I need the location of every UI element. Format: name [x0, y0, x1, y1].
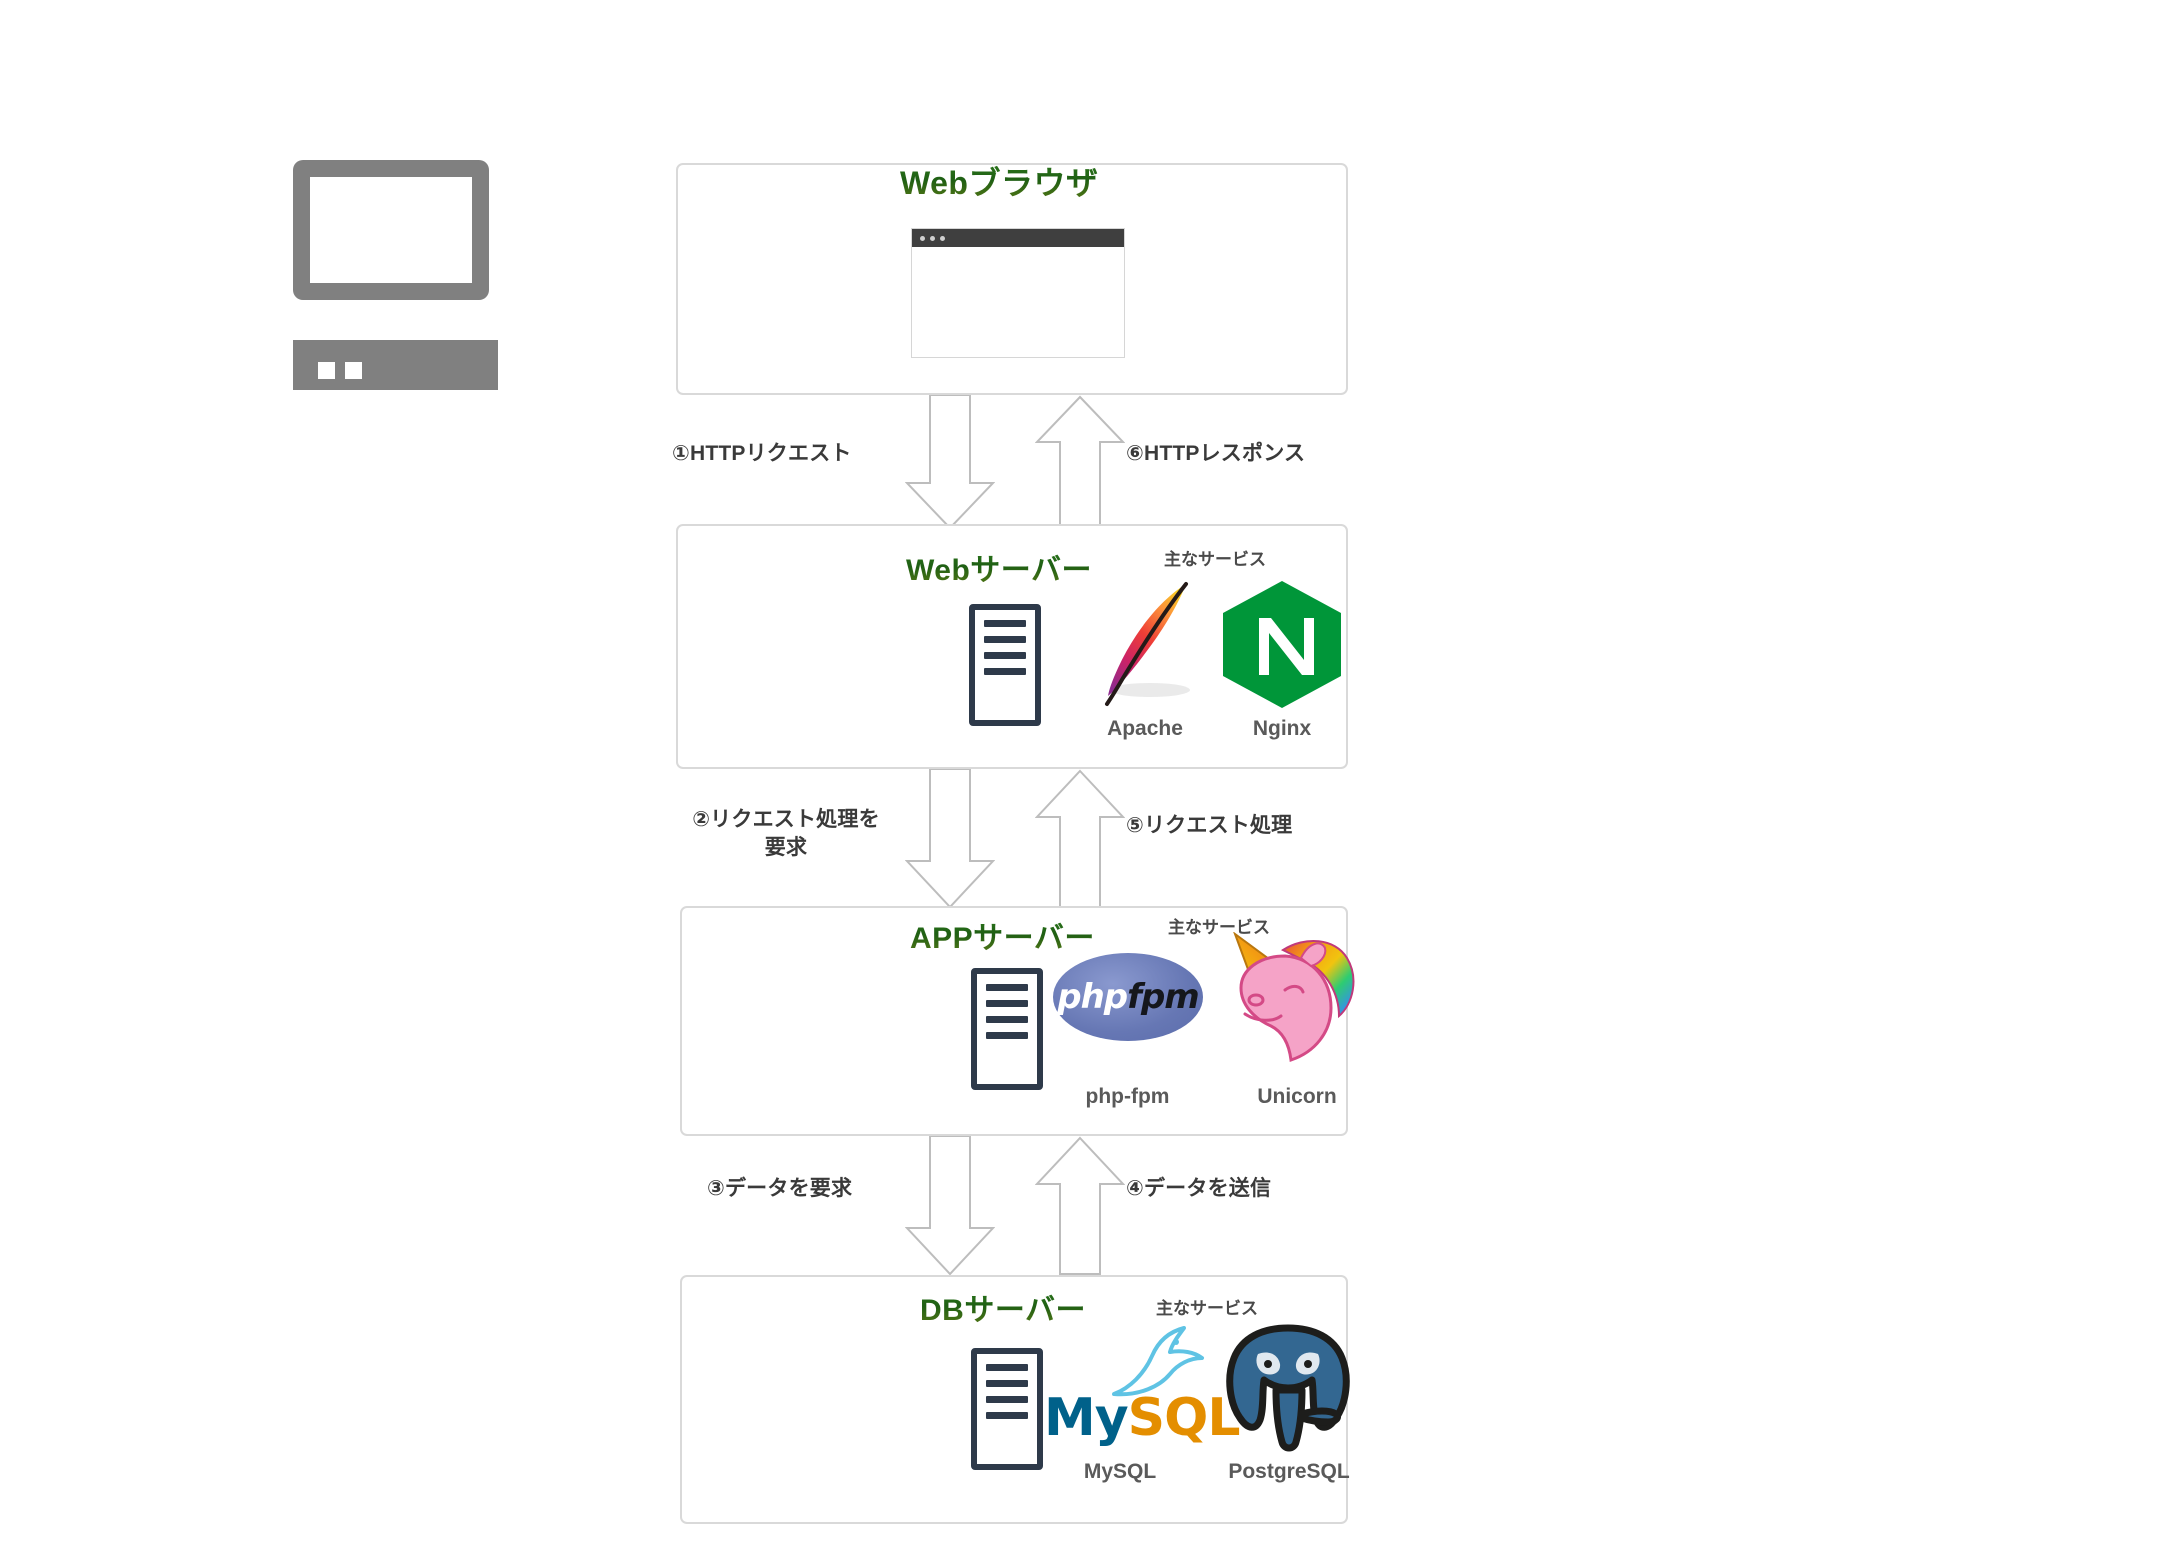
desktop-computer-icon	[293, 160, 498, 390]
flow-label-http-request: ①HTTPリクエスト	[672, 442, 852, 465]
nginx-hexagon-icon	[1218, 578, 1346, 716]
server-rack-icon-app	[971, 968, 1043, 1090]
mysql-logo-text-1: My	[1044, 1388, 1129, 1448]
node-title-web-browser: Webブラウザ	[900, 158, 1098, 204]
computer-led-2	[345, 362, 362, 379]
arrow-data-send-up	[1035, 1136, 1125, 1276]
service-caption-nginx: Nginx	[1252, 717, 1312, 740]
mysql-logo-text: MySQL	[1044, 1388, 1241, 1448]
arrow-request-process-up	[1035, 769, 1125, 909]
php-fpm-icon: phpfpm	[1053, 953, 1203, 1041]
server-rack-icon-db	[971, 1348, 1043, 1470]
flow-label-line-2: 要求	[764, 836, 808, 860]
mysql-dolphin-icon	[1100, 1322, 1210, 1407]
service-caption-postgresql: PostgreSQL	[1228, 1460, 1350, 1483]
flow-label-http-response: ⑥HTTPレスポンス	[1126, 442, 1306, 465]
service-caption-apache: Apache	[1107, 717, 1183, 740]
server-rack-icon-web	[969, 604, 1041, 726]
computer-led-1	[318, 362, 335, 379]
browser-window-mockup	[911, 228, 1125, 358]
arrow-request-process-down	[905, 769, 995, 909]
browser-dot-icon-2	[930, 236, 935, 241]
php-fpm-logo-text-2: fpm	[1127, 977, 1200, 1017]
services-label-db-server: 主なサービス	[1156, 1299, 1258, 1318]
service-caption-unicorn: Unicorn	[1257, 1085, 1337, 1108]
flow-label-request-process-return: ⑤リクエスト処理	[1126, 814, 1293, 837]
monitor-screen	[293, 160, 489, 300]
browser-dot-icon-1	[920, 236, 925, 241]
flow-label-line-1: ②リクエスト処理を	[692, 808, 880, 831]
service-caption-php-fpm: php-fpm	[1085, 1085, 1170, 1108]
node-title-db-server: DBサーバー	[920, 1285, 1086, 1329]
arrow-data-request-down	[905, 1136, 995, 1276]
browser-title-bar	[912, 229, 1124, 247]
apache-feather-icon	[1090, 578, 1200, 713]
service-caption-mysql: MySQL	[1083, 1460, 1157, 1483]
services-label-web-server: 主なサービス	[1164, 550, 1266, 569]
mysql-logo-text-2: SQL	[1127, 1388, 1241, 1448]
flow-label-data-send: ④データを送信	[1126, 1177, 1272, 1200]
flow-label-data-request: ③データを要求	[707, 1177, 853, 1200]
arrow-http-response-up	[1035, 395, 1125, 530]
unicorn-icon	[1227, 931, 1367, 1075]
browser-dot-icon-3	[940, 236, 945, 241]
arrow-http-request-down	[905, 395, 995, 530]
postgresql-elephant-icon	[1218, 1318, 1358, 1463]
services-label-app-server: 主なサービス	[1168, 918, 1270, 937]
flow-label-request-process-request: ②リクエスト処理を 要求	[672, 806, 900, 863]
php-fpm-logo-text-1: php	[1057, 977, 1128, 1017]
node-title-app-server: APPサーバー	[910, 913, 1095, 957]
node-title-web-server: Webサーバー	[906, 545, 1092, 589]
